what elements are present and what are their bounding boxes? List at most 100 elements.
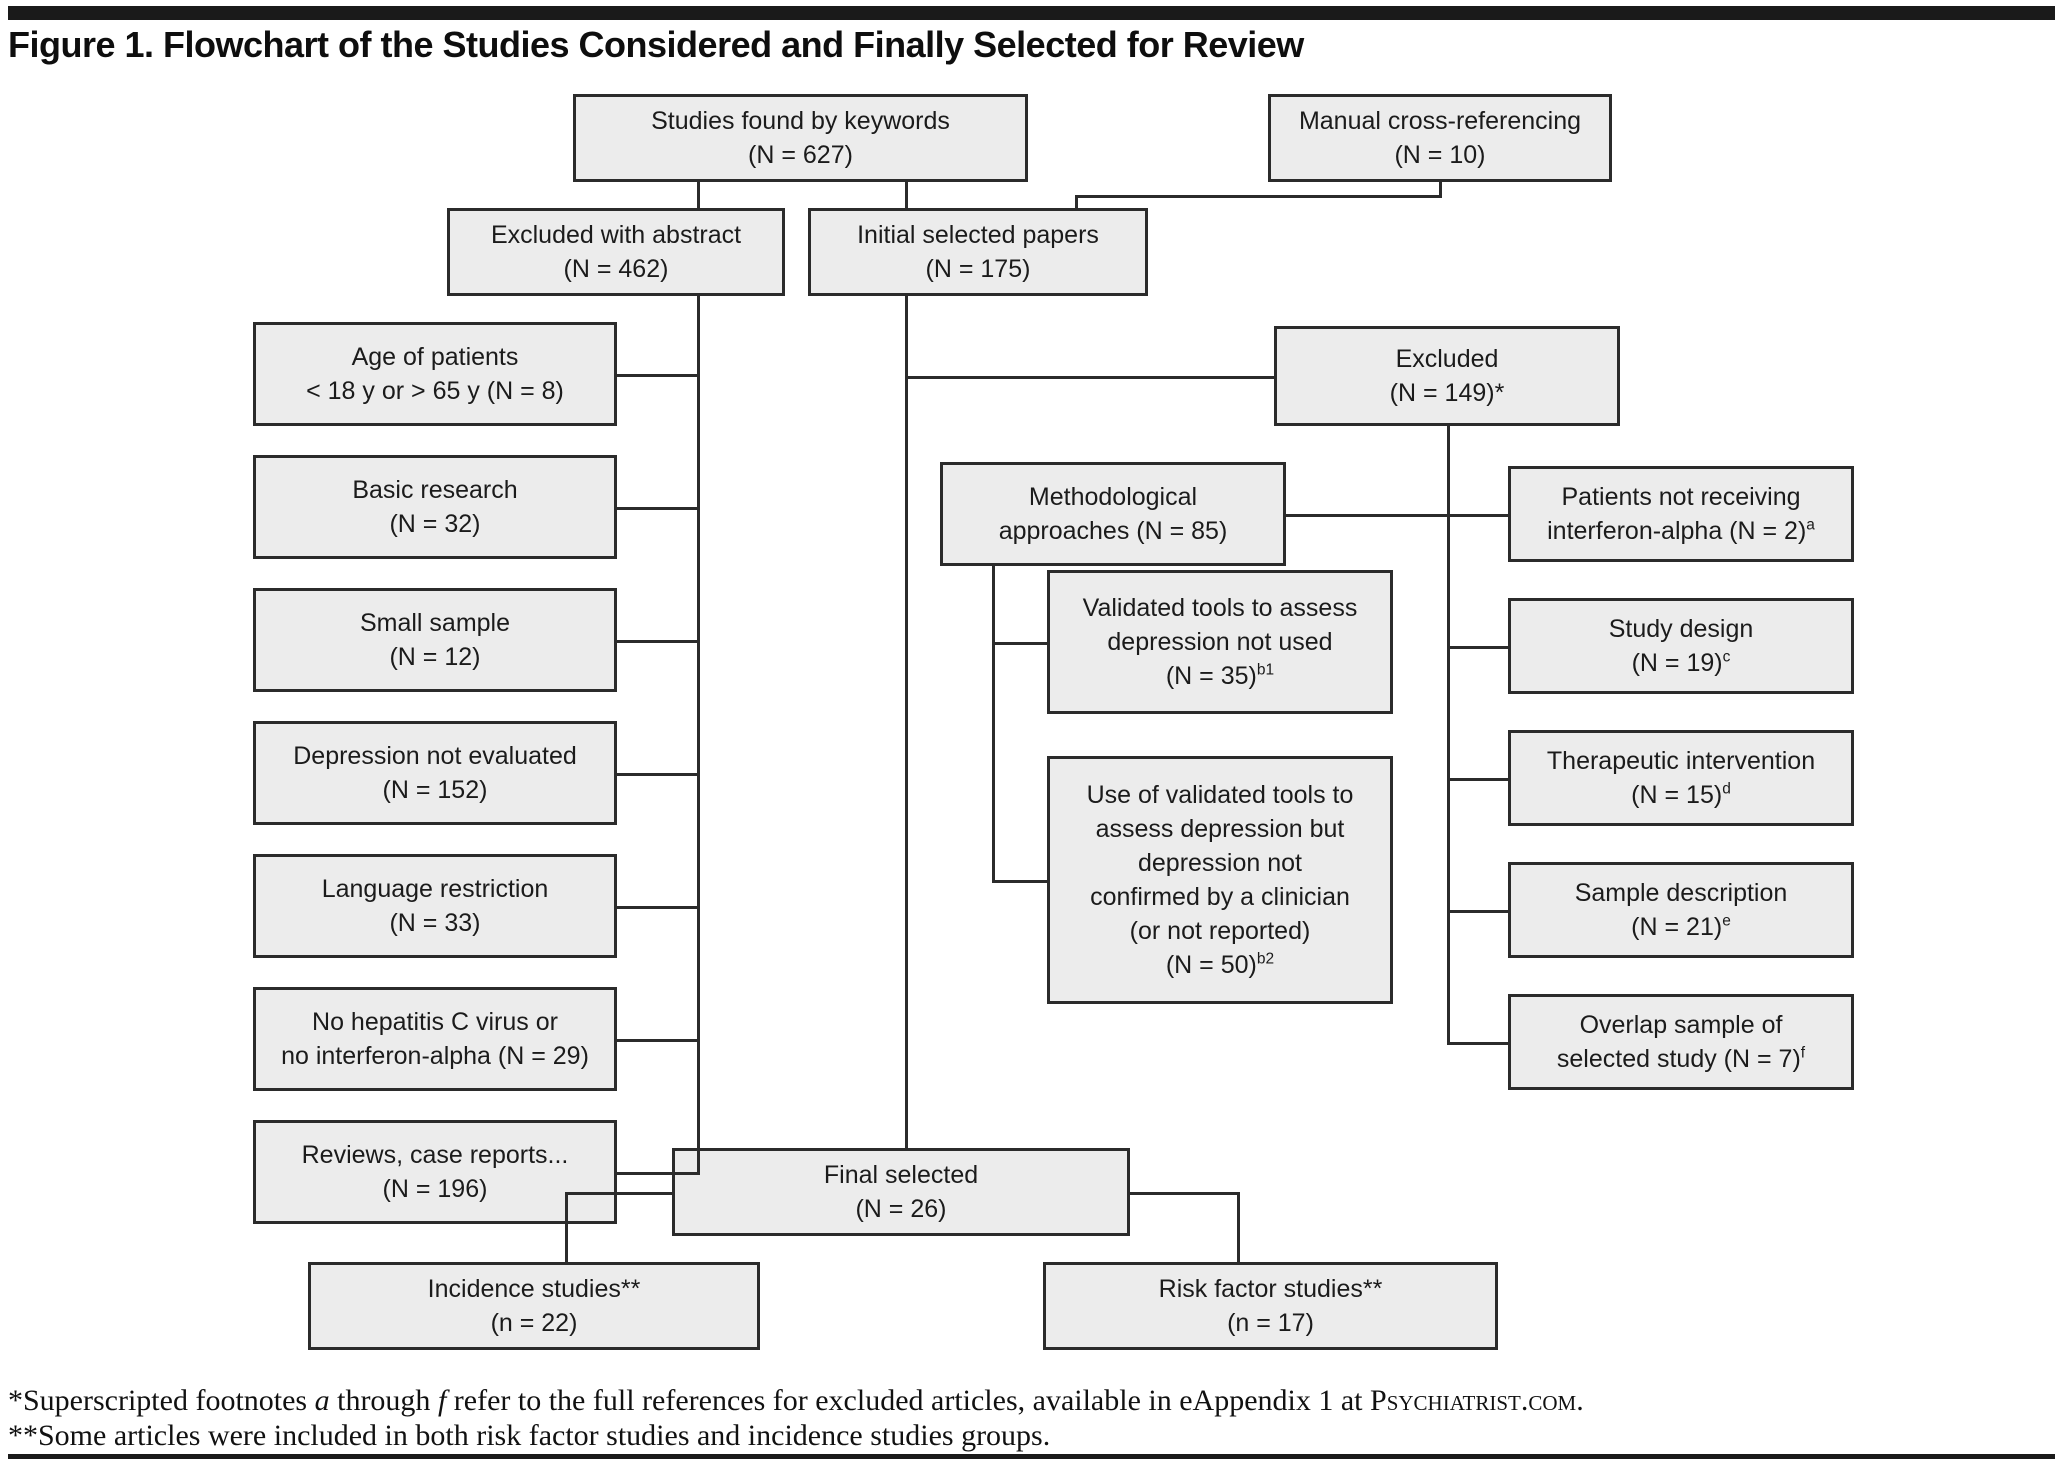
- box-overlap-sample: Overlap sample of selected study (N = 7)…: [1508, 994, 1854, 1090]
- footnote-marker: e: [1722, 912, 1731, 930]
- connector-excluded-drop: [1447, 426, 1450, 1045]
- box-line-text: (N = 15): [1631, 781, 1723, 809]
- box-excluded: Excluded (N = 149)*: [1274, 326, 1620, 426]
- connector-methodological-to-patients: [1286, 514, 1508, 517]
- box-risk-factor-studies: Risk factor studies** (n = 17): [1043, 1262, 1498, 1350]
- box-line: Therapeutic intervention: [1546, 747, 1816, 775]
- box-line: confirmed by a clinician: [1090, 883, 1350, 911]
- box-line: Manual cross-referencing: [1298, 107, 1582, 135]
- box-line: depression not used: [1107, 628, 1333, 656]
- bottom-rule: [8, 1454, 2055, 1459]
- box-final-selected: Final selected (N = 26): [672, 1148, 1130, 1236]
- box-line: selected study (N = 7)f: [1557, 1042, 1805, 1076]
- box-line: (N = 32): [389, 510, 481, 538]
- box-line: No hepatitis C virus or: [312, 1008, 558, 1036]
- box-line: Sample description: [1574, 879, 1788, 907]
- box-line: (N = 627): [748, 141, 853, 169]
- box-line: Language restriction: [321, 875, 549, 903]
- box-sample-description: Sample description (N = 21)e: [1508, 862, 1854, 958]
- connector-stub-use-of-validated: [992, 880, 1047, 883]
- box-line: (N = 152): [382, 776, 488, 804]
- box-validated-tools: Validated tools to assess depression not…: [1047, 570, 1393, 714]
- box-line: Risk factor studies**: [1158, 1275, 1383, 1303]
- box-incidence-studies: Incidence studies** (n = 22): [308, 1262, 760, 1350]
- box-line-text: interferon-alpha (N = 2): [1547, 517, 1807, 545]
- box-no-hepatitis: No hepatitis C virus or no interferon-al…: [253, 987, 617, 1091]
- connector-methodological-drop: [992, 566, 995, 883]
- box-line: (N = 21)e: [1631, 910, 1731, 944]
- connector-studies-to-excluded-abstract: [697, 182, 700, 208]
- footnote-marker: b2: [1256, 950, 1275, 968]
- connector-manual-horizontal: [1075, 195, 1442, 198]
- box-line: (N = 175): [925, 255, 1031, 283]
- connector-stub-sample-description: [1447, 910, 1508, 913]
- box-line: Overlap sample of: [1579, 1011, 1783, 1039]
- figure-title: Figure 1. Flowchart of the Studies Consi…: [8, 24, 1304, 65]
- connector-studies-to-initial: [905, 182, 908, 208]
- box-methodological-approaches: Methodological approaches (N = 85): [940, 462, 1286, 566]
- box-line: Studies found by keywords: [651, 107, 950, 135]
- box-line: (N = 50)b2: [1166, 948, 1274, 982]
- connector-manual-drop: [1439, 182, 1442, 198]
- box-manual-cross-referencing: Manual cross-referencing (N = 10): [1268, 94, 1612, 182]
- box-excluded-with-abstract: Excluded with abstract (N = 462): [447, 208, 785, 296]
- box-line: (or not reported): [1129, 917, 1311, 945]
- connector-stub-age: [617, 374, 697, 377]
- connector-stub-validated-tools: [992, 642, 1047, 645]
- footnote-2: **Some articles were included in both ri…: [8, 1419, 1051, 1452]
- top-rule: [8, 6, 2055, 20]
- footnote-marker: f: [1800, 1044, 1806, 1062]
- box-depression-not-evaluated: Depression not evaluated (N = 152): [253, 721, 617, 825]
- box-age-of-patients: Age of patients < 18 y or > 65 y (N = 8): [253, 322, 617, 426]
- box-line-text: (N = 19): [1631, 649, 1723, 677]
- box-line-text: (N = 35): [1165, 662, 1257, 690]
- connector-stub-overlap: [1447, 1042, 1508, 1045]
- box-line: (N = 15)d: [1631, 778, 1731, 812]
- box-reviews-case-reports: Reviews, case reports... (N = 196): [253, 1120, 617, 1224]
- box-line: approaches (N = 85): [998, 517, 1228, 545]
- box-line: (N = 462): [563, 255, 669, 283]
- box-line-text: selected study (N = 7): [1556, 1045, 1801, 1073]
- box-line: Age of patients: [351, 343, 519, 371]
- box-line: (N = 33): [389, 909, 481, 937]
- box-line: Excluded with abstract: [490, 221, 742, 249]
- box-line: Study design: [1608, 615, 1754, 643]
- footnote-marker: a: [1806, 516, 1815, 534]
- box-line: assess depression but: [1095, 815, 1345, 843]
- box-line-text: (N = 50): [1165, 951, 1257, 979]
- connector-final-left-horizontal: [565, 1192, 672, 1195]
- box-language-restriction: Language restriction (N = 33): [253, 854, 617, 958]
- connector-trunk-to-excluded: [905, 376, 1274, 379]
- psychiatrist-com-text: Psychiatrist.com: [1370, 1384, 1577, 1417]
- connector-final-right-drop: [1237, 1192, 1240, 1262]
- box-line: depression not: [1137, 849, 1302, 877]
- box-line: Patients not receiving: [1561, 483, 1801, 511]
- box-basic-research: Basic research (N = 32): [253, 455, 617, 559]
- box-studies-found: Studies found by keywords (N = 627): [573, 94, 1028, 182]
- box-line: Small sample: [359, 609, 511, 637]
- connector-manual-into-initial: [1075, 195, 1078, 208]
- box-line: (N = 12): [389, 643, 481, 671]
- box-line: (N = 149)*: [1389, 379, 1505, 407]
- connector-stub-therapeutic: [1447, 778, 1508, 781]
- box-line: (N = 35)b1: [1166, 659, 1274, 693]
- box-line: Methodological: [1028, 483, 1198, 511]
- box-line: Use of validated tools to: [1086, 781, 1354, 809]
- box-line: Incidence studies**: [427, 1275, 641, 1303]
- box-line: Excluded: [1395, 345, 1499, 373]
- box-line: no interferon-alpha (N = 29): [281, 1042, 589, 1070]
- connector-stub-basic-research: [617, 507, 697, 510]
- box-line: (N = 196): [382, 1175, 488, 1203]
- connector-main-trunk: [905, 296, 908, 1148]
- box-line: Basic research: [352, 476, 518, 504]
- footnote-marker: c: [1722, 648, 1731, 666]
- box-line: (N = 10): [1394, 141, 1486, 169]
- footnote-1-text: *Superscripted footnotes: [8, 1384, 315, 1417]
- box-line: interferon-alpha (N = 2)a: [1547, 514, 1815, 548]
- box-line: < 18 y or > 65 y (N = 8): [306, 377, 564, 405]
- connector-stub-depression: [617, 773, 697, 776]
- box-small-sample: Small sample (N = 12): [253, 588, 617, 692]
- box-patients-not-receiving: Patients not receiving interferon-alpha …: [1508, 466, 1854, 562]
- box-line: Final selected: [823, 1161, 979, 1189]
- footnote-marker-f: f: [437, 1384, 447, 1417]
